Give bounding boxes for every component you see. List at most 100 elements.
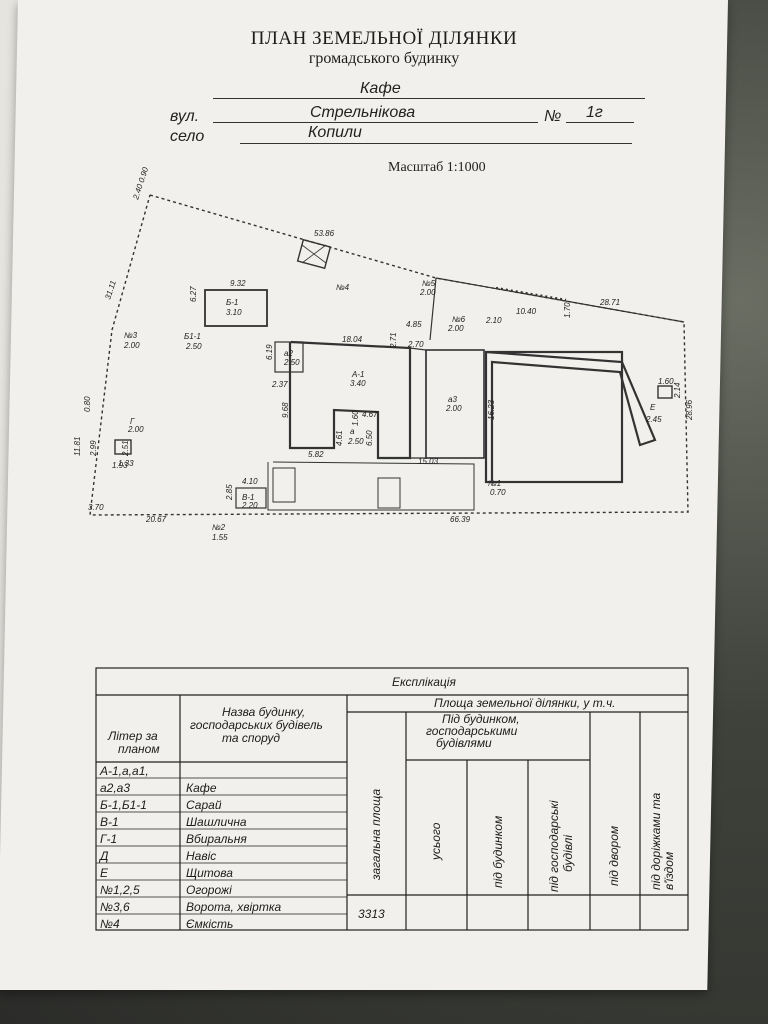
area-group-header: Площа земельної ділянки, у т.ч. [434, 696, 616, 710]
plan-label-d619: 6.19 [265, 344, 274, 360]
explication-row-name: Щитова [186, 866, 233, 880]
plan-label-n3: №3 [124, 331, 138, 340]
explication-row-name: Сарай [186, 798, 222, 812]
plan-label-d285: 2.85 [225, 484, 234, 501]
under-house-header: під будинком [491, 816, 505, 888]
street-label: вул. [170, 108, 200, 125]
plan-label-d968: 9.68 [281, 402, 290, 418]
plan-label-b1-w: 9.32 [230, 279, 246, 288]
plan-label-d2871: 28.71 [599, 298, 620, 307]
explication-row-letter: Д [98, 849, 109, 863]
plan-label-g-w2: 1.33 [118, 459, 134, 468]
plan-label-d410: 4.10 [242, 477, 258, 486]
number-label: № [544, 108, 562, 125]
plan-label-d1503: 15.03 [418, 457, 439, 466]
plot-boundary [89, 194, 689, 516]
plan-label-v1: В-1 [242, 493, 254, 502]
explication-row-letter: а2,а3 [100, 781, 130, 795]
plan-label-d160: 1.60 [351, 410, 360, 426]
plan-label-n1: №1 [488, 479, 501, 488]
explication-row-letter: №1,2,5 [100, 883, 140, 897]
toilet-building [114, 439, 132, 455]
scale-label: Масштаб 1:1000 [388, 160, 486, 175]
plan-label-e-title: Е [650, 403, 656, 412]
plan-label-b11-h: 2.50 [185, 342, 202, 351]
explication-row-name: Ворота, хвіртка [186, 900, 281, 914]
stairs-left [272, 467, 296, 503]
yard-header: під двором [607, 826, 621, 886]
stairs-right [377, 477, 401, 509]
plan-label-n4: №4 [336, 283, 350, 292]
village-line [240, 143, 632, 144]
plan-label-a-title: а [350, 427, 355, 436]
plan-label-b11: Б1-1 [184, 332, 201, 341]
plan-label-d080: 0.80 [83, 396, 92, 412]
plan-label-g-h: 2.00 [127, 425, 144, 434]
explication-row-letter: №3,6 [100, 900, 130, 914]
plan-label-g-title: Г [130, 417, 135, 426]
plan-label-n5-h: 2.00 [419, 288, 436, 297]
plan-label-e-h: 2.45 [645, 415, 662, 424]
plan-label-a2: а2 [284, 349, 293, 358]
plan-label-d370: 3.70 [88, 503, 104, 512]
explication-row-letter: В-1 [100, 815, 119, 829]
village-label: село [170, 128, 205, 145]
object-name: Кафе [360, 80, 401, 97]
plan-label-v1-h: 2.20 [241, 501, 258, 510]
document-title: ПЛАН ЗЕМЕЛЬНОЇ ДІЛЯНКИ [250, 28, 518, 49]
object-line [213, 98, 645, 99]
explication-row-letter: Е [100, 866, 109, 880]
plan-label-d1804: 18.04 [342, 335, 363, 344]
plan-label-d-top: 53.86 [314, 229, 335, 238]
plan-label-d1040: 10.40 [516, 307, 537, 316]
annex-a1 [409, 347, 427, 459]
plan-label-b1-d: 6.27 [189, 286, 198, 302]
plan-label-d1623: 16.23 [487, 399, 496, 420]
plan-label-d1181: 11.81 [73, 437, 82, 456]
explication-row-name: Шашлична [186, 815, 247, 829]
street-value: Стрельнікова [310, 104, 416, 121]
total-area-value: 3313 [358, 907, 385, 921]
number-value: 1г [586, 104, 603, 121]
explication-row-letter: А-1,а,а1, [99, 764, 149, 778]
explication-row-name: Навіс [186, 849, 216, 863]
plan-label-b1-title: Б-1 [226, 298, 238, 307]
plan-label-d170: 1.70 [563, 302, 572, 318]
plan-label-a2-h: 2.50 [283, 358, 300, 367]
plan-label-d271: 2.71 [389, 332, 398, 349]
plan-label-a1: А-1 [351, 370, 364, 379]
street-line [213, 122, 538, 123]
plan-label-g-w: 1.93 [112, 461, 128, 470]
plan-label-d6639: 66.39 [450, 515, 471, 524]
plan-label-e-d: 2.14 [673, 382, 682, 399]
plan-label-n6-h: 2.00 [447, 324, 464, 333]
plan-label-d2067: 20.67 [145, 515, 167, 524]
plan-label-n6: №6 [452, 315, 466, 324]
annex-a2 [274, 341, 304, 373]
canopy-d [484, 350, 624, 484]
plan-label-e-w: 1.60 [658, 377, 674, 386]
plan-label-d485: 4.85 [406, 320, 422, 329]
plan-label-a1-h: 3.40 [350, 379, 366, 388]
canopy-outline [485, 350, 657, 482]
plan-label-n2-h: 1.55 [212, 533, 228, 542]
document-subtitle: громадського будинку [308, 50, 460, 67]
village-value: Копили [308, 124, 362, 141]
explication-row-name: Огорожі [186, 883, 232, 897]
explication-row-name: Кафе [186, 781, 217, 795]
total-area-header: загальна площа [369, 788, 383, 881]
plan-label-g-l: 2.99 [89, 440, 98, 457]
explication-row-letter: Б-1,Б1-1 [100, 798, 147, 812]
plan-label-d467: 4.67 [362, 410, 378, 419]
explication-title: Експлікація [392, 675, 456, 689]
fence-line [429, 277, 437, 341]
explication-row-name: Вбиральня [186, 832, 247, 846]
plan-label-n3-h: 2.00 [123, 341, 140, 350]
plan-label-g-d: 2.51 [121, 440, 130, 457]
plan-label-d461: 4.61 [335, 430, 344, 446]
explication-row-name: Ємкість [186, 917, 233, 931]
terrace [267, 461, 475, 511]
